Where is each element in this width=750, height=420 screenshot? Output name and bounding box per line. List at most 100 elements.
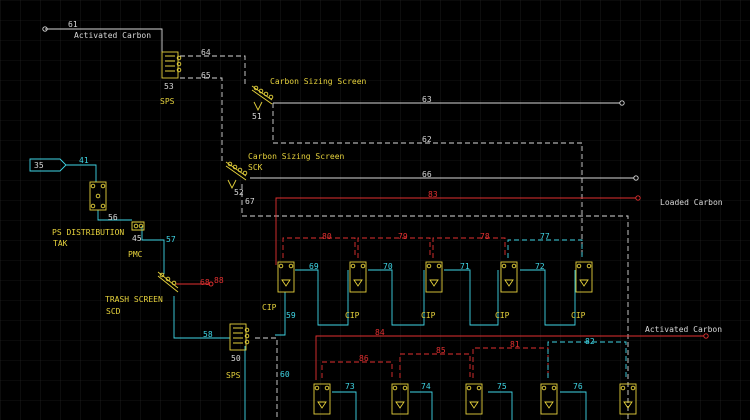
stream-62: [272, 103, 583, 255]
cip-row1-symbols: [277, 261, 593, 293]
unit-number-56: 56: [108, 213, 118, 222]
label-sps-1: SPS: [160, 97, 175, 106]
label-cip-1: CIP: [262, 303, 277, 312]
stream-79: [357, 237, 431, 258]
stream-76: [560, 391, 587, 420]
stream-label-76: 76: [573, 382, 583, 391]
label-sps-2: SPS: [226, 371, 241, 380]
stream-label-78: 78: [480, 232, 490, 241]
stream-71: [444, 269, 499, 326]
label-tak: TAK: [53, 239, 68, 248]
stream-label-88: 88: [214, 276, 224, 285]
stream-82: [547, 341, 627, 378]
stream-label-71: 71: [460, 262, 470, 271]
stream-label-60: 60: [280, 370, 290, 379]
label-pmc: PMC: [128, 250, 143, 259]
label-scd: SCD: [106, 307, 121, 316]
stream-label-66: 66: [422, 170, 432, 179]
stream-77: [507, 239, 583, 258]
stream-56: [97, 210, 132, 221]
label-trash-screen: TRASH SCREEN: [105, 295, 163, 304]
stream-84-sink: [703, 333, 709, 339]
stream-label-80: 80: [322, 232, 332, 241]
white-streams: [42, 26, 639, 420]
red-streams: [176, 195, 709, 380]
stream-41: [66, 164, 97, 182]
stream-75: [488, 391, 513, 420]
stream-78: [432, 237, 506, 258]
stream-label-81: 81: [510, 340, 520, 349]
stream-label-83: 83: [428, 190, 438, 199]
stream-label-73: 73: [345, 382, 355, 391]
unit-number-53: 53: [164, 82, 174, 91]
stream-66-sink: [633, 175, 639, 181]
stream-label-85: 85: [436, 346, 446, 355]
stream-65: [180, 77, 223, 162]
stream-70: [368, 269, 425, 326]
stream-label-41: 41: [79, 156, 89, 165]
stream-67: [241, 184, 629, 420]
stream-label-82: 82: [585, 337, 595, 346]
label-cip-2: CIP: [345, 311, 360, 320]
unit-number-45: 45: [132, 234, 142, 243]
screen-51-symbol: [251, 85, 274, 112]
stream-85: [399, 353, 471, 378]
unit-number-35: 35: [34, 161, 44, 170]
unit-number-52: 52: [234, 188, 244, 197]
stream-59: [275, 292, 286, 336]
stream-label-68: 68: [200, 278, 210, 287]
stream-label-74: 74: [421, 382, 431, 391]
cyan-streams: [66, 164, 627, 420]
stream-label-75: 75: [497, 382, 507, 391]
label-loaded-carbon: Loaded Carbon: [660, 198, 723, 207]
label-cip-3: CIP: [421, 311, 436, 320]
stream-label-84: 84: [375, 328, 385, 337]
sps-50-symbol: [229, 323, 250, 351]
cip-row2-symbols: [313, 383, 637, 415]
label-activated-carbon-top: Activated Carbon: [74, 31, 152, 40]
equipment: [89, 51, 637, 415]
stream-57: [141, 226, 165, 274]
feed-35-arrow: [29, 158, 67, 172]
label-activated-carbon-bottom: Activated Carbon: [645, 325, 723, 334]
screen-52-symbol: [225, 161, 248, 190]
label-carbon-sizing-screen-2: Carbon Sizing Screen: [248, 152, 345, 161]
label-ps-distribution: PS DISTRIBUTION: [52, 228, 125, 237]
stream-label-63: 63: [422, 95, 432, 104]
stream-label-79: 79: [398, 232, 408, 241]
stream-81: [472, 347, 549, 378]
stream-label-62: 62: [422, 135, 432, 144]
stream-61-source: [42, 26, 48, 32]
stream-58: [173, 296, 230, 339]
stream-84: [315, 335, 704, 380]
stream-83-sink: [635, 195, 641, 201]
stream-61: [45, 28, 163, 52]
label-cip-4: CIP: [495, 311, 510, 320]
unit-number-51: 51: [252, 112, 262, 121]
sps-53-symbol: [161, 51, 182, 79]
trash-screen-symbol: [157, 271, 179, 293]
ps-distribution-tank-symbol: [89, 181, 107, 211]
stream-74: [410, 391, 433, 420]
stream-label-86: 86: [359, 354, 369, 363]
stream-label-70: 70: [383, 262, 393, 271]
stream-72: [520, 269, 576, 326]
unit-number-50: 50: [231, 354, 241, 363]
stream-label-59: 59: [286, 311, 296, 320]
stream-64: [180, 55, 246, 84]
stream-83: [275, 197, 636, 265]
label-cip-5: CIP: [571, 311, 586, 320]
stream-label-58: 58: [203, 330, 213, 339]
label-sck: SCK: [248, 163, 263, 172]
stream-63-sink: [619, 100, 625, 106]
stream-86: [321, 361, 393, 378]
stream-88-sink: [208, 281, 214, 287]
stream-80: [282, 237, 356, 258]
stream-label-67: 67: [245, 197, 255, 206]
stream-label-57: 57: [166, 235, 176, 244]
stream-label-65: 65: [201, 71, 211, 80]
stream-label-72: 72: [535, 262, 545, 271]
stream-58-ext: [255, 337, 278, 420]
